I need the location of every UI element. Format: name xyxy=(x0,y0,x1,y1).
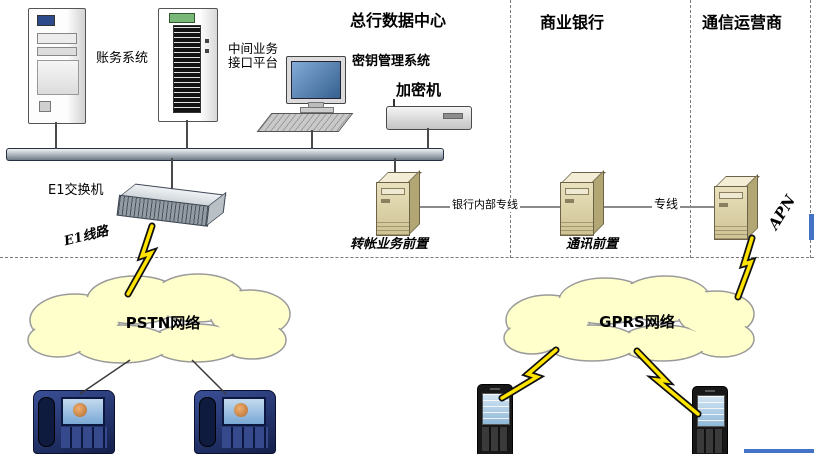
middleware-label-line1: 中间业务 xyxy=(228,41,279,56)
bottom-edge-blue-line xyxy=(744,449,814,453)
zone-title-telecom-operator: 通信运营商 xyxy=(702,13,783,32)
bolt-switch-pstn xyxy=(126,224,155,296)
apn-label: APN xyxy=(764,191,800,233)
mobile-screen xyxy=(482,393,510,425)
rack-screen xyxy=(169,13,195,23)
bolt-apn-gprs-outline xyxy=(734,234,757,301)
accounting-system-label: 账务系统 xyxy=(96,51,149,66)
monitor-screen xyxy=(291,61,341,99)
encryptor-device xyxy=(386,99,472,130)
gprs-cloud-label: GPRS网络 xyxy=(599,313,675,331)
phone-handset xyxy=(38,397,55,447)
comm-front-label: 通讯前置 xyxy=(566,237,619,252)
rack-led xyxy=(205,39,209,43)
bank-internal-line-label: 银行内部专线 xyxy=(450,198,520,212)
pstn-cloud-label: PSTN网络 xyxy=(126,314,201,332)
zone-separator-right xyxy=(690,0,691,258)
zone-title-commercial-bank: 商业银行 xyxy=(540,13,605,32)
zone-separator-horizontal xyxy=(0,257,814,258)
phone-screen xyxy=(61,397,105,426)
phone-screen xyxy=(222,397,266,426)
middleware-label-line2: 接口平台 xyxy=(228,55,279,71)
mobile-keypad xyxy=(482,427,508,451)
monitor-base xyxy=(300,107,334,113)
connector-desktop-bus xyxy=(311,130,313,149)
phone-handset xyxy=(199,397,216,447)
tower-bay xyxy=(37,60,79,95)
connector-bus-transfer-server xyxy=(394,158,396,183)
accounting-system-tower xyxy=(28,8,86,124)
middleware-label: 中间业务 接口平台 xyxy=(228,41,279,71)
e1-switch-device xyxy=(116,182,227,232)
mobile-phone-2 xyxy=(692,386,728,454)
server-front-face xyxy=(560,182,594,236)
desk-phone-1 xyxy=(33,390,115,454)
gprs-cloud: GPRS网络 xyxy=(503,275,755,362)
rack-led2 xyxy=(205,49,209,53)
connector-rack-bus xyxy=(186,120,188,149)
middleware-rack-server xyxy=(158,8,218,122)
transfer-front-server xyxy=(376,170,422,236)
phone-keypad xyxy=(222,427,268,448)
connector-tower-bus xyxy=(55,122,57,149)
e1-line-label: E1线路 xyxy=(62,223,110,250)
bolt-gprs-mobile2-outline xyxy=(633,347,702,418)
key-management-monitor xyxy=(286,56,346,104)
rack-vent-panel xyxy=(173,25,201,113)
zone-title-head-office: 总行数据中心 xyxy=(350,11,447,30)
connector-bus-switch xyxy=(171,158,173,190)
desk-phone-2 xyxy=(194,390,276,454)
phone-keypad xyxy=(61,427,107,448)
bolt-switch-pstn-outline xyxy=(124,222,159,298)
bolt-gprs-mobile2 xyxy=(635,349,700,416)
leased-line-label: 专线 xyxy=(652,197,681,212)
mobile-keypad xyxy=(697,429,723,453)
tower-power-button xyxy=(39,101,51,112)
encryptor-label: 加密机 xyxy=(396,81,442,99)
backbone-bus xyxy=(6,148,444,161)
connector-encryptor-bus xyxy=(427,128,429,149)
keyboard xyxy=(256,113,354,132)
mobile-phone-1 xyxy=(477,384,513,454)
tower-display xyxy=(37,15,55,26)
transfer-front-label: 转帐业务前置 xyxy=(350,237,429,252)
apn-server xyxy=(714,174,760,240)
line-pstn-phone2 xyxy=(191,359,227,395)
right-edge-blue-mark xyxy=(809,214,814,240)
server-front-face xyxy=(376,182,410,236)
zone-separator-edge xyxy=(810,0,811,258)
comm-front-server xyxy=(560,170,606,236)
bolt-apn-gprs xyxy=(736,236,754,299)
mobile-screen xyxy=(697,395,725,427)
pstn-cloud: PSTN网络 xyxy=(27,273,291,364)
server-front-face xyxy=(714,186,748,240)
zone-separator-left xyxy=(510,0,511,258)
line-pstn-phone1 xyxy=(79,359,131,395)
key-management-label: 密钥管理系统 xyxy=(352,54,431,69)
tower-drive-slot2 xyxy=(37,47,77,56)
e1-switch-label: E1交换机 xyxy=(48,183,104,198)
tower-drive-slot xyxy=(37,33,77,44)
